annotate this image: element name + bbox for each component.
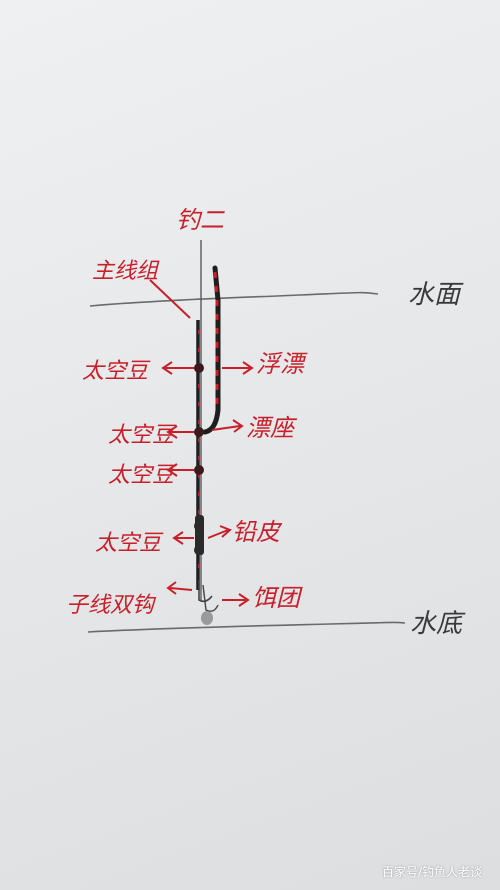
sinker-body: [195, 515, 204, 555]
label-float-seat: 漂座: [246, 414, 298, 442]
label-float-top: 浮漂: [256, 350, 308, 378]
water-bottom-line: [87, 621, 406, 633]
label-space-bean-1: 太空豆: [82, 359, 151, 384]
label-space-bean-2: 太空豆: [108, 423, 177, 448]
label-water-bottom: 水底: [410, 609, 466, 639]
label-main-line: 主线组: [92, 259, 160, 284]
label-space-bean-3: 太空豆: [108, 463, 177, 488]
label-space-bean-4: 太空豆: [95, 531, 164, 556]
annotation-arrows: [149, 279, 254, 607]
arrow-float: [222, 361, 254, 375]
arrow-hook-pair: [166, 581, 193, 595]
arrow-main-line: [149, 279, 191, 319]
float-body: [202, 265, 221, 435]
label-hook-pair: 子线双钩: [66, 593, 157, 618]
arrow-sinker: [207, 525, 232, 539]
arrow-bean-3: [166, 463, 194, 477]
space-bean-dot-2: [194, 427, 204, 437]
bait-ball: [201, 611, 213, 625]
float-red-marks: [213, 271, 219, 405]
arrow-bait: [222, 593, 250, 607]
label-bait: 饵团: [252, 584, 303, 612]
label-title: 钓二: [176, 206, 225, 234]
arrow-bean-2: [166, 425, 194, 439]
arrow-float-seat: [211, 419, 244, 433]
label-water-surface: 水面: [408, 280, 464, 310]
space-bean-dot-1: [194, 363, 204, 373]
watermark: 百家号/钓鱼人老谈: [381, 865, 482, 879]
arrow-bean-1: [161, 361, 194, 375]
hook-icon-2: [202, 584, 219, 612]
arrow-bean-4: [172, 531, 194, 545]
label-sinker: 铅皮: [232, 518, 283, 546]
water-surface-line: [89, 291, 379, 307]
space-bean-dot-3: [194, 465, 204, 475]
